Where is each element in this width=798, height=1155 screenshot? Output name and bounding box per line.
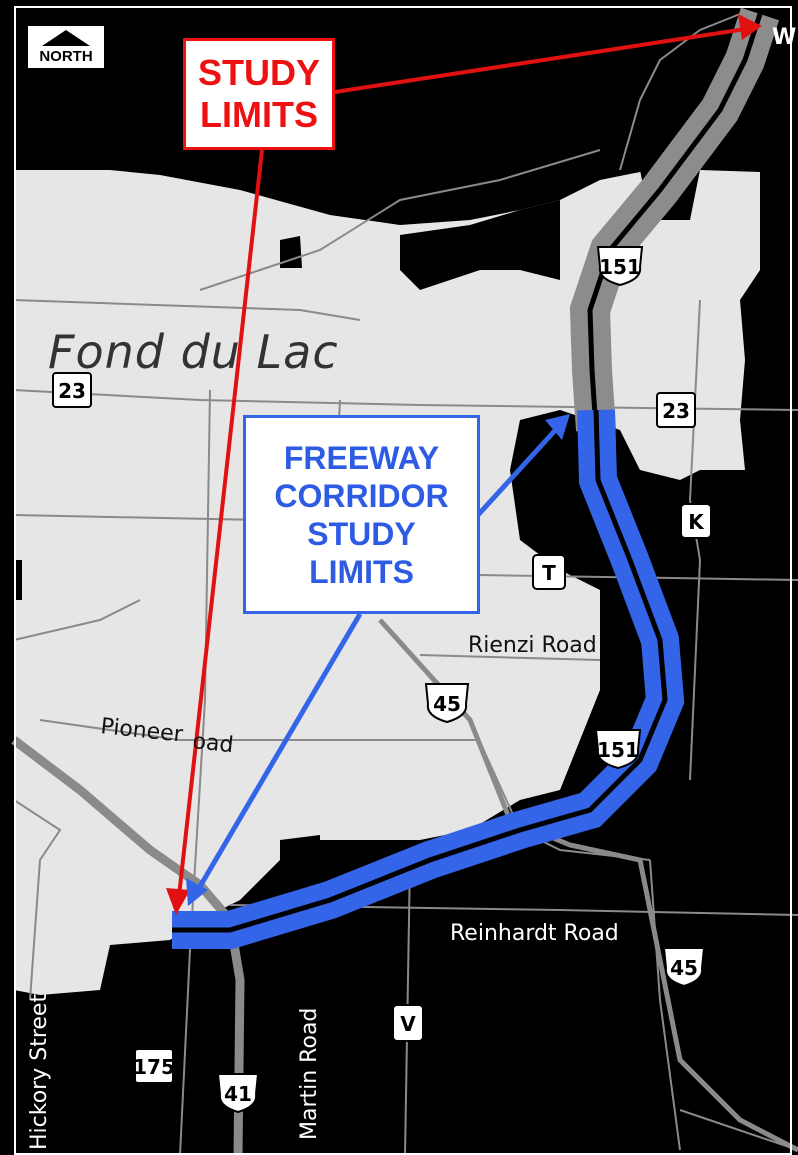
- svg-text:45: 45: [670, 956, 698, 980]
- hickory-street-label: Hickory Street: [27, 994, 52, 1150]
- svg-text:K: K: [688, 510, 705, 534]
- svg-text:175: 175: [133, 1055, 175, 1079]
- city-label: Fond du Lac: [48, 325, 339, 379]
- red-arrows: [166, 14, 762, 915]
- land-notch-5: [280, 835, 320, 880]
- freeway-corridor-line2: CORRIDOR: [274, 477, 449, 514]
- svg-text:23: 23: [662, 399, 690, 423]
- study-limits-callout: STUDY LIMITS: [183, 38, 335, 150]
- svg-text:45: 45: [433, 692, 461, 716]
- rienzi-road-label: Rienzi Road: [468, 633, 597, 658]
- svg-text:T: T: [542, 561, 556, 585]
- svg-text:41: 41: [224, 1082, 252, 1106]
- martin-road-label: Martin Road: [297, 1008, 322, 1140]
- shield-us45-bottom: 45: [662, 947, 706, 988]
- svg-text:151: 151: [597, 738, 639, 762]
- edge-label: WI: [772, 25, 798, 50]
- study-limits-line1: STUDY: [197, 52, 320, 93]
- land-notch-2: [400, 200, 560, 290]
- shield-county-v: V: [392, 1004, 424, 1042]
- north-arrow-badge: NORTH: [26, 24, 106, 70]
- blue-arrows: [186, 414, 570, 906]
- shield-us41: 41: [216, 1073, 260, 1114]
- north-arrow-icon: [42, 30, 90, 46]
- freeway-corridor-line3: STUDY: [307, 515, 416, 552]
- shield-county-t: T: [532, 554, 566, 590]
- svg-text:23: 23: [58, 379, 86, 403]
- study-limits-line2: LIMITS: [200, 94, 318, 135]
- shield-wi175: 175: [133, 1048, 175, 1084]
- svg-text:V: V: [400, 1012, 416, 1036]
- shield-us151-mid: 151: [594, 729, 642, 770]
- freeway-corridor-line1: FREEWAY: [283, 439, 440, 476]
- land-notch-1: [280, 236, 302, 268]
- north-label: NORTH: [39, 48, 93, 65]
- freeway-corridor-line4: LIMITS: [309, 553, 414, 590]
- shield-us45-mid: 45: [424, 683, 470, 724]
- shield-wi23-right: 23: [656, 392, 696, 428]
- pioneer-road-label-b: oad: [191, 729, 234, 758]
- land-notch-4: [14, 560, 22, 600]
- svg-text:151: 151: [599, 255, 641, 279]
- reinhardt-road-label: Reinhardt Road: [450, 921, 619, 946]
- shield-us151-top: 151: [596, 246, 644, 287]
- shield-wi23-left: 23: [52, 372, 92, 408]
- us45-road: [378, 618, 798, 1153]
- shield-county-k: K: [680, 503, 712, 539]
- corridor-centerline-south: [172, 409, 668, 933]
- corridor-centerline-north: [587, 13, 763, 431]
- freeway-corridor-callout: FREEWAY CORRIDOR STUDY LIMITS: [243, 415, 480, 614]
